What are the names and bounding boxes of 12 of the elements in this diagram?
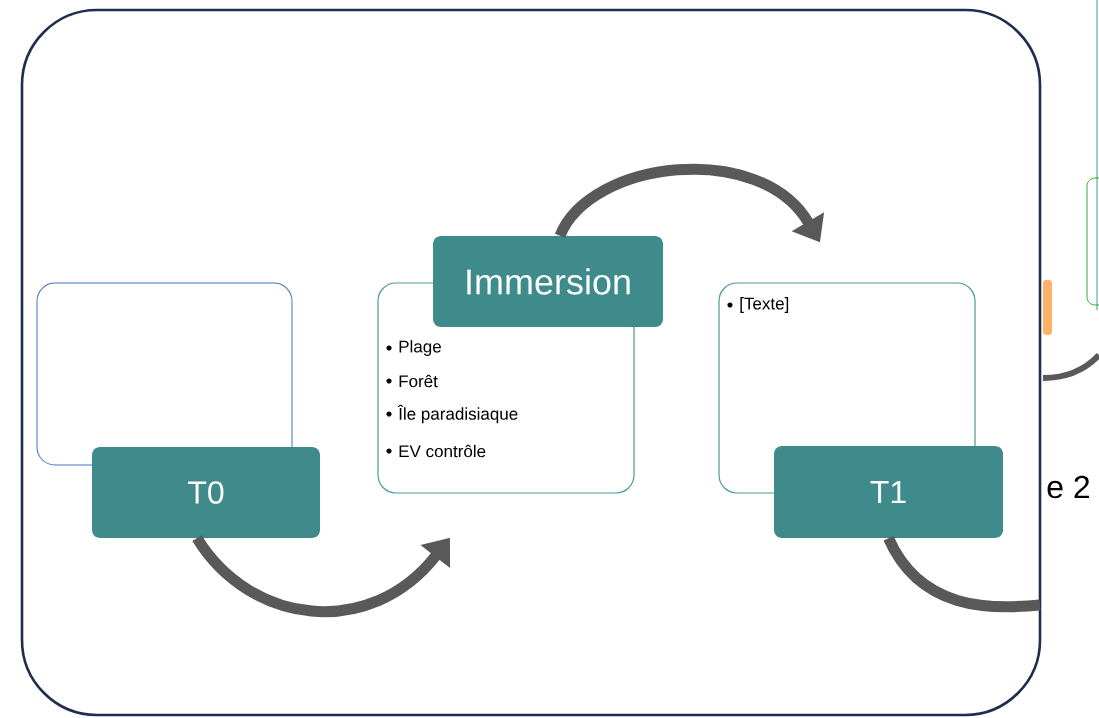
title-tab: T0 [92, 447, 320, 538]
bullet-item: [Texte] [740, 297, 789, 313]
bullet-item: Plage [399, 340, 441, 356]
title-tab: Immersion [433, 236, 663, 327]
text-fragment: e 2 [1047, 475, 1090, 499]
title-tab: T1 [774, 446, 1003, 538]
curved-arrow [192, 534, 451, 617]
bullet-item: Forêt [399, 374, 438, 388]
bullet-item: Île paradisiaque [397, 404, 518, 424]
slide-frame [20, 8, 1042, 717]
bullet-item: EV contrôle [399, 444, 486, 458]
content-box [36, 282, 293, 466]
